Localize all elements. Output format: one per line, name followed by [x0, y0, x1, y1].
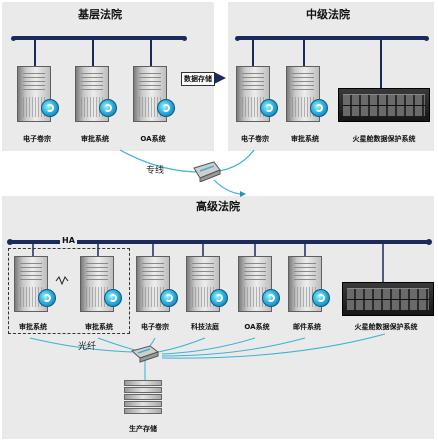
fiber-link	[29, 337, 133, 353]
fiber-link	[161, 337, 256, 355]
server-label: 审批系统	[81, 135, 109, 143]
ha-cluster-box	[8, 248, 130, 334]
fiber-link	[97, 337, 136, 351]
wan-switch-icon	[193, 161, 221, 182]
ha-heartbeat-icon	[55, 276, 69, 286]
fiber-link	[161, 337, 306, 357]
bus-drop	[34, 40, 36, 68]
intermediate-network-bus	[238, 36, 426, 40]
dedicated-line-curve	[119, 149, 255, 173]
transfer-arrow-icon	[214, 72, 226, 84]
server-label: 审批系统	[19, 323, 47, 331]
bus-endpoint	[11, 35, 16, 41]
grassroots-court-title: 基层法院	[78, 8, 122, 21]
lan-switch-icon	[130, 345, 160, 363]
fiber-link	[161, 333, 386, 359]
high-court-network-bus	[10, 240, 430, 244]
rack-label: 火星舱数据保护系统	[354, 323, 418, 331]
server-label: OA系统	[244, 323, 270, 331]
high-court-title: 高级法院	[196, 200, 240, 213]
grassroots-network-bus	[14, 36, 184, 40]
fiber-label: 光纤	[78, 342, 97, 352]
storage-label: 生产存储	[129, 425, 157, 433]
bus-drop	[303, 40, 305, 68]
server-label: 电子卷宗	[241, 135, 269, 143]
server-label: 电子卷宗	[141, 323, 169, 331]
fiber-link	[157, 337, 206, 353]
bus-endpoint	[182, 35, 187, 41]
arrow-head-icon	[240, 191, 246, 197]
data-protection-rack-icon	[338, 88, 430, 122]
rack-label: 火星舱数据保护系统	[352, 135, 416, 143]
dedicated-line-arrow	[213, 179, 241, 195]
server-label: 邮件系统	[293, 323, 321, 331]
ha-label: HA	[60, 236, 77, 245]
dedicated-line-label: 专线	[146, 166, 165, 176]
intermediate-court-title: 中级法院	[306, 8, 350, 21]
server-label: 审批系统	[291, 135, 319, 143]
bus-endpoint	[426, 239, 432, 245]
bus-drop	[92, 40, 94, 68]
server-label: 审批系统	[85, 323, 113, 331]
bus-endpoint	[424, 35, 429, 41]
bus-endpoint	[7, 239, 13, 245]
bus-drop	[252, 40, 254, 68]
server-label: 电子卷宗	[23, 135, 51, 143]
production-storage-icon	[124, 380, 162, 420]
bus-drop	[150, 40, 152, 68]
server-label: 科技法庭	[191, 323, 219, 331]
bus-endpoint	[235, 35, 240, 41]
server-label: OA系统	[140, 135, 166, 143]
bus-drop	[380, 40, 382, 90]
data-protection-rack-icon	[342, 282, 434, 316]
